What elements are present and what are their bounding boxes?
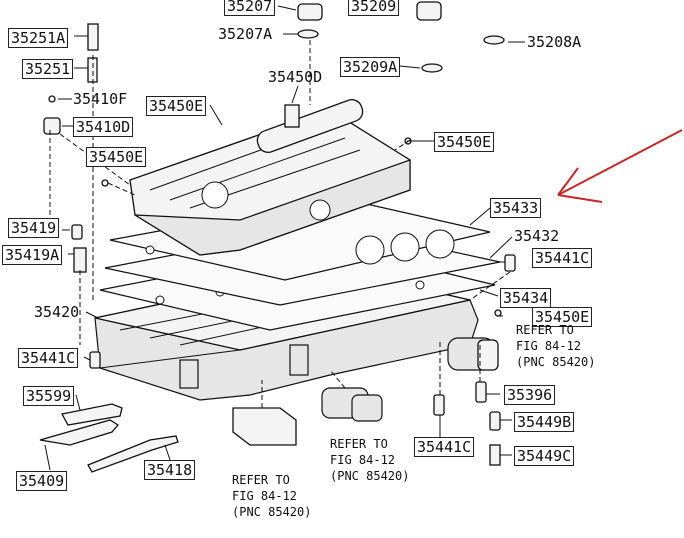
part-label-35419: 35419 <box>8 218 60 238</box>
reference-note-line: REFER TO <box>232 473 290 487</box>
reference-note-line: (PNC 85420) <box>516 355 596 369</box>
part-label-35450E-right: 35450E <box>434 132 495 152</box>
reference-note-right: REFER TO FIG 84-12 (PNC 85420) <box>516 322 595 370</box>
gasket-upper <box>109 197 491 281</box>
reference-note-left: REFER TO FIG 84-12 (PNC 85420) <box>232 472 311 520</box>
part-label-35441C-bottom: 35441C <box>414 437 475 457</box>
part-label-35410F: 35410F <box>73 90 128 108</box>
part-label-35251: 35251 <box>22 59 74 79</box>
part-label-35207A: 35207A <box>218 25 273 43</box>
levers <box>39 403 179 473</box>
part-label-35418: 35418 <box>144 460 196 480</box>
part-label-35251A: 35251A <box>8 28 69 48</box>
part-label-35209: 35209 <box>348 0 400 16</box>
part-label-35419A: 35419A <box>2 245 63 265</box>
part-label-35449C: 35449C <box>514 446 575 466</box>
part-label-35409: 35409 <box>16 471 68 491</box>
upper-valve-body <box>129 99 411 256</box>
part-label-35599: 35599 <box>23 386 75 406</box>
reference-note-line: REFER TO <box>330 437 388 451</box>
part-label-35441C-left: 35441C <box>18 348 79 368</box>
reference-note-line: (PNC 85420) <box>330 469 410 483</box>
part-label-35441C-right: 35441C <box>532 248 593 268</box>
small-parts <box>43 1 516 466</box>
part-label-35209A: 35209A <box>340 57 401 77</box>
reference-note-line: REFER TO <box>516 323 574 337</box>
reference-note-line: FIG 84-12 <box>232 489 298 503</box>
part-label-35450D: 35450D <box>268 68 323 86</box>
red-arrow <box>557 129 683 203</box>
assembly-lines <box>49 40 511 408</box>
part-label-35450E-top: 35450E <box>146 96 207 116</box>
reference-note-center: REFER TO FIG 84-12 (PNC 85420) <box>330 436 409 484</box>
part-label-35449B: 35449B <box>514 412 575 432</box>
reference-note-line: FIG 84-12 <box>516 339 582 353</box>
part-label-35450E-left: 35450E <box>86 147 147 167</box>
part-label-35432: 35432 <box>514 227 560 245</box>
part-label-35450E-lower: 35450E <box>532 307 593 327</box>
part-label-35434: 35434 <box>500 288 552 308</box>
part-label-35433: 35433 <box>490 198 542 218</box>
part-label-35207: 35207 <box>224 0 276 16</box>
leader-lines <box>44 5 525 471</box>
part-label-35420: 35420 <box>34 303 80 321</box>
solenoids <box>232 337 499 446</box>
part-label-35396: 35396 <box>504 385 556 405</box>
part-label-35410D: 35410D <box>73 117 134 137</box>
reference-note-line: (PNC 85420) <box>232 505 312 519</box>
part-label-35208A: 35208A <box>527 33 582 51</box>
reference-note-line: FIG 84-12 <box>330 453 396 467</box>
